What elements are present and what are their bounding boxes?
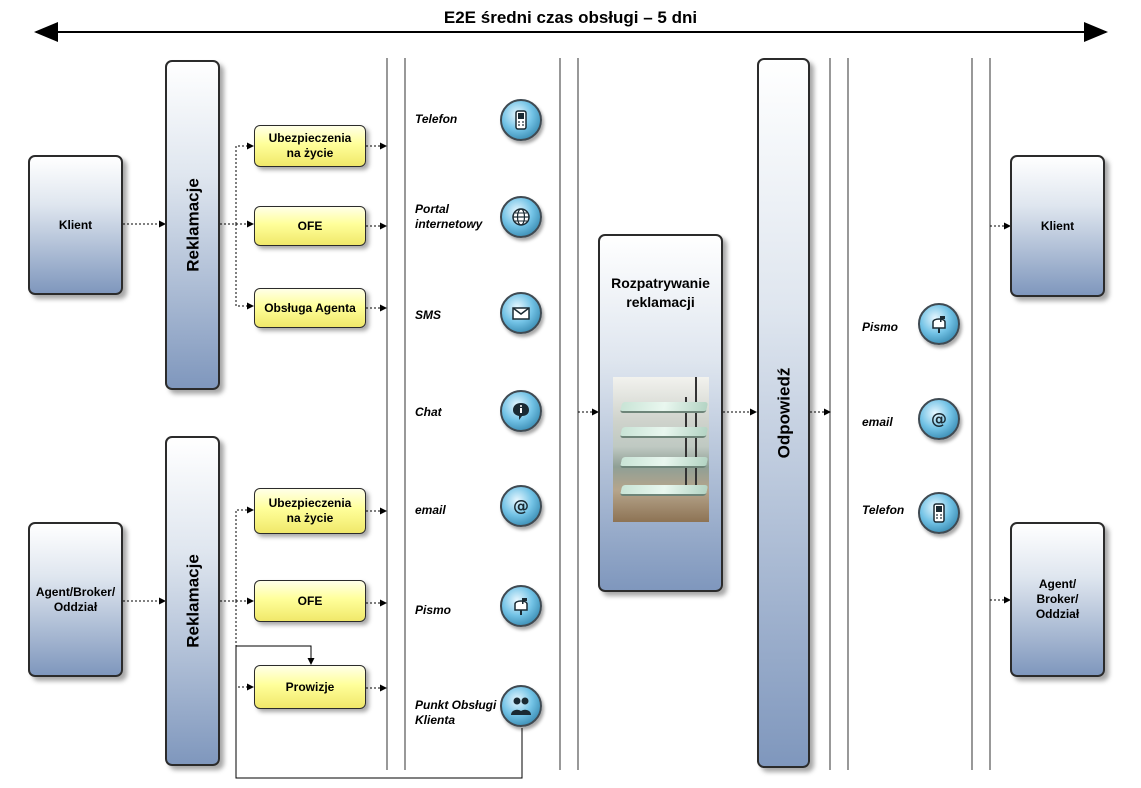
target-agent-line-3: Oddział — [1035, 607, 1080, 621]
target-klient-label: Klient — [1040, 218, 1075, 233]
reklamacje-bottom-label: Reklamacje — [183, 554, 202, 648]
processing-line-1: Rozpatrywanie — [611, 275, 710, 291]
processing-line-2: reklamacji — [626, 294, 695, 310]
response-label: Odpowiedź — [774, 367, 793, 459]
category-ofe-top: OFE — [254, 206, 366, 246]
source-agent-label: Agent/Broker/ Oddział — [36, 585, 115, 615]
phone-icon — [918, 492, 960, 534]
channel-out-pismo-label: Pismo — [862, 320, 898, 335]
channel-out-email-text: email — [862, 415, 893, 429]
channel-in-portal-label: Portal internetowy — [415, 202, 482, 232]
source-agent-line-2: Oddział — [53, 599, 98, 614]
channel-in-sms-text: SMS — [415, 308, 442, 322]
at-icon: @ — [918, 398, 960, 440]
mailbox-icon — [918, 303, 960, 345]
target-agent-line-2: Broker/ — [1036, 592, 1079, 606]
category-ubezpieczenia-bottom: Ubezpieczenia na życie — [254, 488, 366, 534]
category-ofe-bottom: OFE — [254, 580, 366, 622]
phone-icon — [500, 99, 542, 141]
category-ubezpieczenia-bottom-label: Ubezpieczenia na życie — [269, 496, 352, 526]
channel-in-chat-text: Chat — [415, 405, 442, 419]
reklamacje-top-label: Reklamacje — [183, 178, 202, 272]
source-agent: Agent/Broker/ Oddział — [28, 522, 123, 677]
channel-in-pismo-label: Pismo — [415, 603, 451, 618]
channel-in-sms-label: SMS — [415, 308, 441, 323]
category-obsluga-agenta: Obsługa Agenta — [254, 288, 366, 328]
reklamacje-bottom: Reklamacje — [165, 436, 220, 766]
svg-text:@: @ — [513, 496, 529, 515]
channel-in-email-text: email — [415, 503, 446, 517]
channel-out-email-label: email — [862, 415, 893, 430]
channel-in-chat-label: Chat — [415, 405, 442, 420]
target-agent-line-1: Agent/ — [1038, 577, 1077, 591]
channel-in-telefon-label: Telefon — [415, 112, 457, 127]
channel-out-telefon-text: Telefon — [862, 503, 905, 517]
processing-label: Rozpatrywanie reklamacji — [611, 274, 710, 312]
channel-out-telefon-label: Telefon — [862, 503, 904, 518]
category-ubezpieczenia-bottom-line-2: na życie — [286, 511, 334, 525]
category-obsluga-agenta-label: Obsługa Agenta — [264, 300, 356, 315]
channel-in-pok-line-2: Klienta — [415, 713, 456, 727]
category-ubezpieczenia-top-line-1: Ubezpieczenia — [268, 131, 352, 145]
channel-in-pok-label: Punkt Obsługi Klienta — [415, 698, 496, 728]
category-ubezpieczenia-top-label: Ubezpieczenia na życie — [269, 131, 352, 161]
people-icon — [500, 685, 542, 727]
channel-in-portal-line-2: internetowy — [415, 217, 483, 231]
category-ubezpieczenia-top-line-2: na życie — [286, 146, 334, 160]
envelope-icon — [500, 292, 542, 334]
source-klient: Klient — [28, 155, 123, 295]
category-ubezpieczenia-bottom-line-1: Ubezpieczenia — [268, 496, 352, 510]
category-ofe-bottom-label: OFE — [297, 593, 323, 608]
channel-in-pismo-text: Pismo — [415, 603, 452, 617]
target-agent: Agent/ Broker/ Oddział — [1010, 522, 1105, 677]
globe-icon — [500, 196, 542, 238]
e2e-title: E2E średni czas obsługi – 5 dni — [443, 8, 698, 27]
svg-text:@: @ — [931, 409, 947, 428]
category-prowizje: Prowizje — [254, 665, 366, 709]
channel-in-portal-line-1: Portal — [415, 202, 450, 216]
flow-connectors — [123, 142, 1011, 692]
source-klient-label: Klient — [58, 217, 93, 232]
channel-in-email-label: email — [415, 503, 446, 518]
chat-icon — [500, 390, 542, 432]
at-icon: @ — [500, 485, 542, 527]
category-ofe-top-label: OFE — [297, 218, 323, 233]
target-agent-label: Agent/ Broker/ Oddział — [1036, 577, 1079, 622]
channel-in-telefon-text: Telefon — [415, 112, 458, 126]
target-klient: Klient — [1010, 155, 1105, 297]
mailbox-icon — [500, 585, 542, 627]
feedback-loop — [235, 645, 523, 779]
channel-out-pismo-text: Pismo — [862, 320, 899, 334]
source-agent-line-1: Agent/Broker/ — [35, 584, 116, 599]
category-ubezpieczenia-top: Ubezpieczenia na życie — [254, 125, 366, 167]
channel-in-pok-line-1: Punkt Obsługi — [415, 698, 497, 712]
category-prowizje-label: Prowizje — [285, 679, 335, 694]
reklamacje-top: Reklamacje — [165, 60, 220, 390]
trays-photo — [613, 377, 709, 522]
response-pillar: Odpowiedź — [757, 58, 810, 768]
